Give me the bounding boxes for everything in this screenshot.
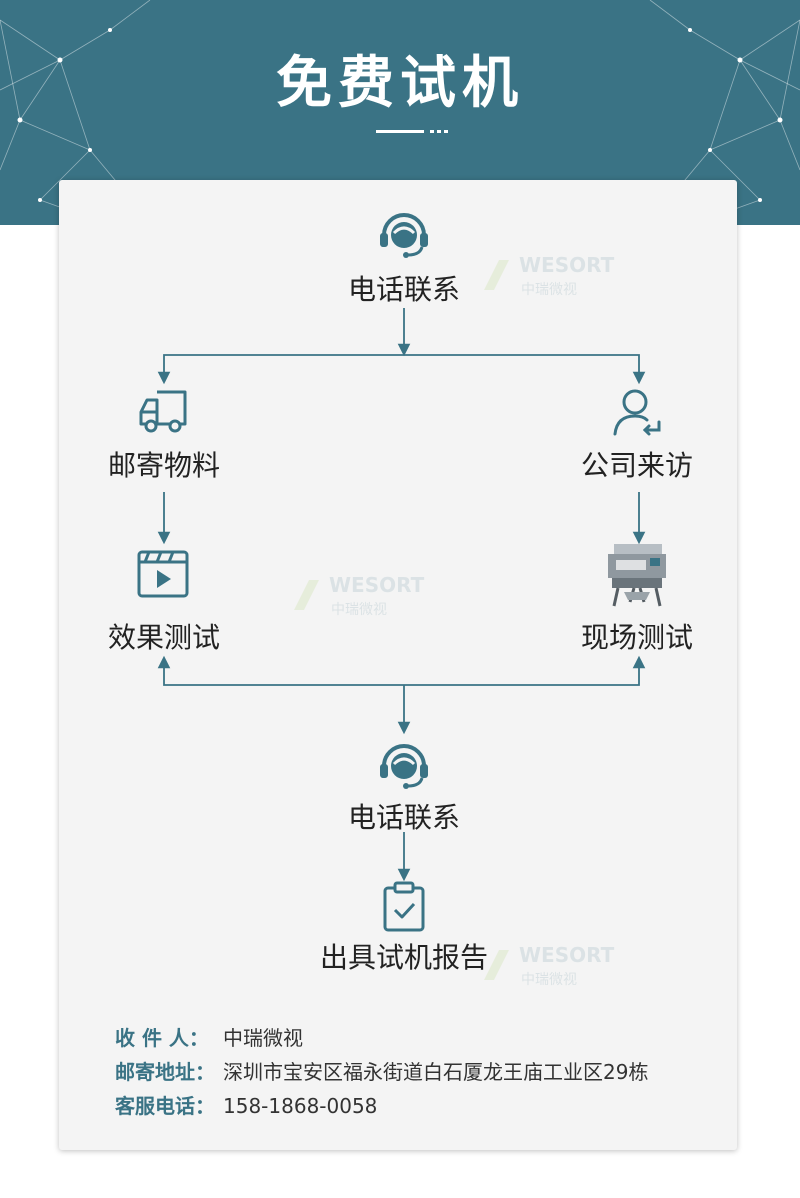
address-label: 邮寄地址：	[115, 1060, 215, 1084]
svg-text:中瑞微视: 中瑞微视	[521, 282, 577, 298]
address-value: 深圳市宝安区福永街道白石厦龙王庙工业区29栋	[223, 1060, 649, 1084]
recipient-row: 收 件 人： 中瑞微视	[115, 1022, 303, 1051]
page-title: 免费试机	[276, 51, 524, 116]
step-effect-test: 效果测试	[107, 621, 221, 654]
step-company-visit: 公司来访	[580, 449, 694, 482]
step-issue-report: 出具试机报告	[319, 941, 489, 974]
phone-value: 158-1868-0058	[223, 1094, 378, 1118]
address-row: 邮寄地址： 深圳市宝安区福永街道白石厦龙王庙工业区29栋	[115, 1056, 648, 1085]
recipient-label: 收 件 人：	[115, 1026, 209, 1050]
phone-row: 客服电话： 158-1868-0058	[115, 1090, 377, 1119]
flow-card: WESORT 中瑞微视 WESORT 中瑞微视 WESORT 中瑞微视	[59, 180, 737, 1150]
wesort-watermark: WESORT 中瑞微视	[484, 943, 615, 988]
recipient-value: 中瑞微视	[223, 1026, 303, 1050]
visitor-icon	[613, 389, 661, 436]
headset-icon	[380, 213, 428, 258]
headset-icon	[380, 744, 428, 789]
wesort-watermark: WESORT 中瑞微视	[484, 253, 615, 298]
sorting-machine-icon	[608, 544, 666, 607]
wesort-watermark: WESORT 中瑞微视	[294, 573, 425, 618]
step-mail-materials: 邮寄物料	[107, 449, 221, 482]
network-pattern-left	[0, 0, 151, 225]
svg-text:中瑞微视: 中瑞微视	[331, 602, 387, 618]
flow-connectors	[157, 308, 646, 882]
svg-text:WESORT: WESORT	[329, 573, 425, 597]
clipboard-check-icon	[383, 881, 425, 932]
step-call: 电话联系	[347, 273, 461, 306]
title-underline	[376, 130, 448, 133]
delivery-truck-icon	[139, 390, 187, 433]
step-call-back: 电话联系	[347, 801, 461, 834]
svg-text:WESORT: WESORT	[519, 253, 615, 277]
svg-text:中瑞微视: 中瑞微视	[521, 972, 577, 988]
phone-label: 客服电话：	[115, 1094, 215, 1118]
svg-text:WESORT: WESORT	[519, 943, 615, 967]
video-player-icon	[137, 550, 189, 598]
step-onsite-test: 现场测试	[580, 621, 694, 654]
